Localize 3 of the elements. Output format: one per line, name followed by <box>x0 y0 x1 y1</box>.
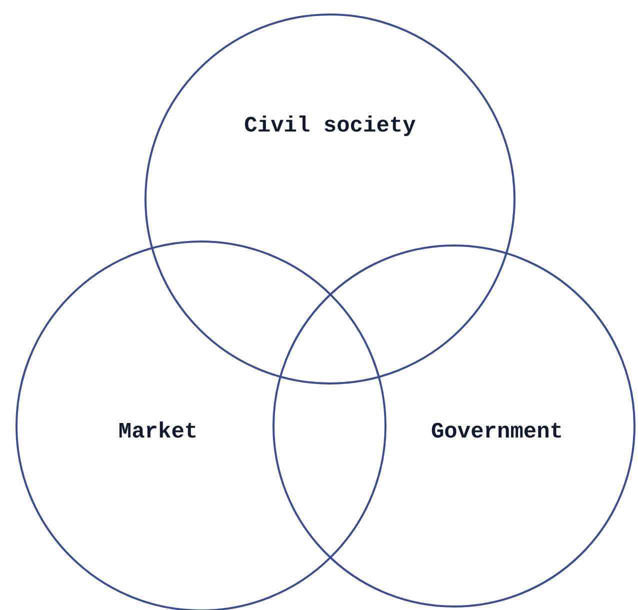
circle-label: Market <box>118 420 198 444</box>
circle-label: Civil society <box>244 114 416 138</box>
circle-label: Government <box>430 420 564 444</box>
